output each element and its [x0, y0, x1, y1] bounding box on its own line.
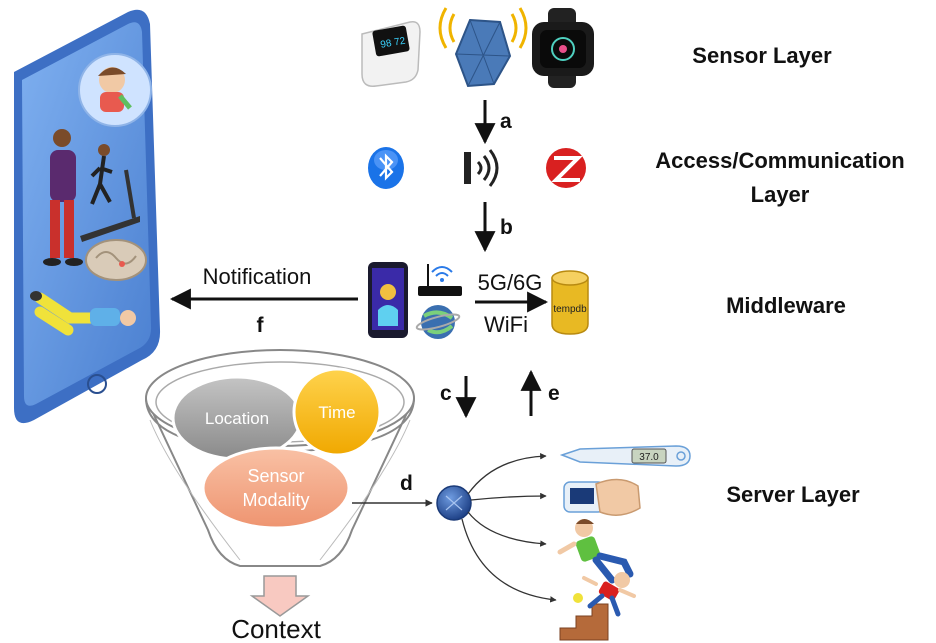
context-output-arrow [249, 575, 311, 617]
globe-icon [415, 305, 461, 339]
wireless-signal-icon [464, 149, 499, 187]
brain-icon [85, 239, 147, 281]
pulse-oximeter-icon: 98 72 [361, 20, 421, 87]
sick-person-icon [78, 53, 152, 127]
home-button-icon [87, 374, 107, 394]
time-label: Time [318, 403, 355, 422]
arrow-c-label: c [440, 382, 452, 405]
middleware-layer-label: Middleware [726, 293, 846, 318]
svg-text:98 72: 98 72 [380, 36, 407, 51]
smartwatch-icon [532, 8, 594, 88]
chest-pain-person-icon [43, 129, 83, 266]
context-label: Context [231, 614, 321, 643]
falling-person-icon [559, 572, 636, 641]
arrow-e-label: e [548, 382, 560, 405]
sensor-modality-bubble: Sensor Modality [201, 446, 351, 530]
arrow-a-label: a [500, 110, 512, 133]
sensor-modality-label-line1: Sensor [247, 466, 304, 486]
smartphone-display [14, 9, 161, 424]
router-icon [418, 264, 462, 296]
server-branches [461, 452, 557, 603]
finger-oximeter-icon [563, 478, 641, 516]
arrow-b-label: b [500, 216, 513, 239]
server-node [436, 485, 472, 521]
fallen-person-icon [30, 291, 136, 336]
arrow-f-label: f [257, 314, 265, 337]
wifi-label: WiFi [484, 312, 528, 337]
treadmill-runner-icon [80, 144, 140, 242]
thermometer-display: 37.0 [639, 452, 659, 463]
database-icon: tempdb [551, 270, 589, 335]
beacon-icon [438, 7, 528, 88]
cellular-label: 5G/6G [478, 270, 543, 295]
smartphone-icon [368, 262, 408, 338]
time-bubble: Time [292, 367, 382, 457]
sensor-layer-label: Sensor Layer [692, 43, 832, 68]
bluetooth-icon [368, 147, 404, 189]
arrow-d-label: d [400, 472, 413, 495]
database-label: tempdb [553, 304, 587, 315]
server-layer-label: Server Layer [726, 482, 860, 507]
access-layer-label-line2: Layer [751, 182, 810, 207]
location-label: Location [205, 409, 269, 428]
sensor-modality-label-line2: Modality [242, 490, 309, 510]
thermometer-icon: 37.0 [559, 445, 691, 467]
exercising-person-icon [557, 519, 634, 584]
notification-label: Notification [203, 264, 312, 289]
access-layer-label-line1: Access/Communication [655, 148, 904, 173]
zigbee-icon [546, 148, 586, 188]
